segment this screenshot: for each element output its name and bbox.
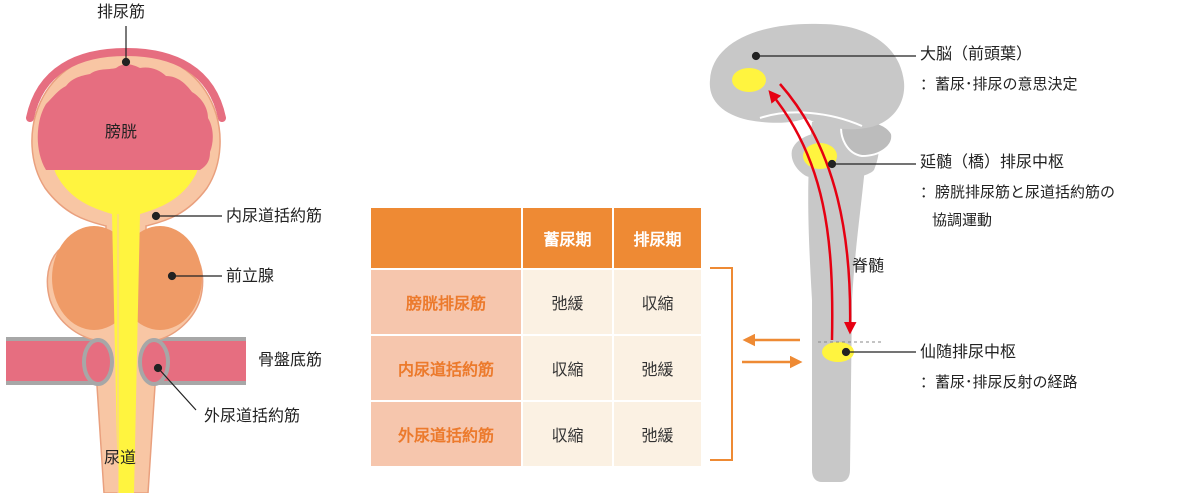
- cell-voiding: 弛緩: [612, 400, 703, 468]
- column-voiding-phase: 排尿期: [612, 206, 703, 270]
- descending-pathway: [779, 83, 857, 335]
- cerebrum: [709, 23, 905, 130]
- cell-voiding: 収縮: [612, 268, 703, 336]
- row-header: 外尿道括約筋: [369, 400, 523, 468]
- external-sphincter-right: [138, 338, 170, 386]
- label-spinal-cord: 脊髄: [852, 256, 885, 275]
- frontal-lobe-center: [732, 68, 766, 92]
- label-pons-desc-2: 協調運動: [932, 211, 993, 229]
- cell-storage: 弛緩: [521, 268, 614, 336]
- column-storage-phase: 蓄尿期: [521, 206, 614, 270]
- table-row: 膀胱排尿筋 弛緩 収縮: [369, 268, 703, 336]
- brain-leader-lines: [751, 51, 916, 357]
- signal-arrows: [710, 267, 803, 461]
- external-sphincter-left: [82, 338, 114, 386]
- cell-storage: 収縮: [521, 334, 614, 402]
- table-row: 外尿道括約筋 収縮 弛緩: [369, 400, 703, 468]
- row-header: 膀胱排尿筋: [369, 268, 523, 336]
- label-urethra: 尿道: [104, 448, 137, 467]
- table-row: 内尿道括約筋 収縮 弛緩: [369, 334, 703, 402]
- label-external-sphincter: 外尿道括約筋: [204, 406, 301, 425]
- label-sacral-title: 仙随排尿中枢: [920, 342, 1017, 361]
- cell-voiding: 弛緩: [612, 334, 703, 402]
- row-header: 内尿道括約筋: [369, 334, 523, 402]
- detrusor-lining: [37, 64, 213, 170]
- label-cerebrum-title: 大脳（前頭葉）: [920, 44, 1033, 63]
- label-bladder: 膀胱: [105, 122, 138, 141]
- ascending-pathway: [768, 90, 834, 341]
- label-pelvic-floor: 骨盤底筋: [258, 350, 323, 369]
- label-pons-desc-1: ：膀胱排尿筋と尿道括約筋の: [920, 183, 1116, 201]
- label-sacral-desc: ：蓄尿･排尿反射の経路: [920, 373, 1078, 391]
- label-pons-title: 延髄（橋）排尿中枢: [920, 152, 1065, 171]
- nervous-system-illustration: [709, 23, 916, 482]
- bladder-leader-lines: [121, 26, 222, 411]
- label-cerebrum-desc: ：蓄尿･排尿の意思決定: [920, 75, 1078, 93]
- table-header-row: 蓄尿期 排尿期: [369, 206, 703, 270]
- table-corner-cell: [369, 206, 523, 270]
- muscle-state-table: 蓄尿期 排尿期 膀胱排尿筋 弛緩 収縮 内尿道括約筋 収縮 弛緩 外尿道括約筋 …: [369, 206, 703, 468]
- label-detrusor: 排尿筋: [97, 2, 146, 21]
- bladder-illustration: [6, 26, 246, 493]
- cell-storage: 収縮: [521, 400, 614, 468]
- label-prostate: 前立腺: [226, 266, 275, 285]
- table-bracket: [710, 267, 733, 461]
- label-internal-sphincter: 内尿道括約筋: [226, 206, 323, 225]
- sacral-micturition-center: [822, 342, 854, 362]
